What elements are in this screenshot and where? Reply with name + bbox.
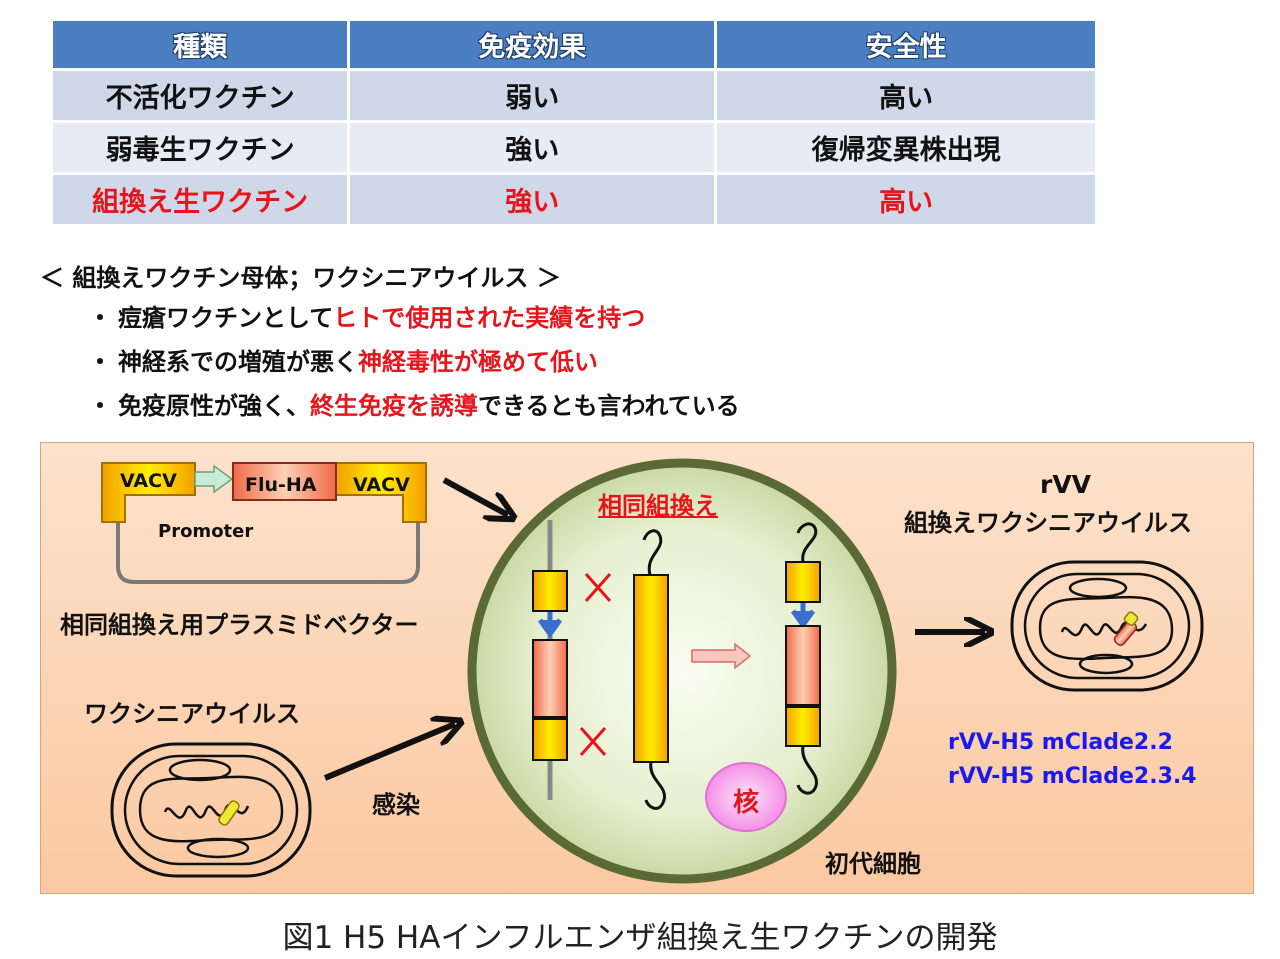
flu-ha-label: Flu-HA bbox=[245, 474, 317, 496]
nucleus bbox=[705, 762, 787, 832]
table-cell: 復帰変異株出現 bbox=[717, 123, 1095, 172]
vacv-segment bbox=[785, 561, 821, 603]
plasmid-strand bbox=[532, 520, 568, 800]
rvv-subtitle: 組換えワクシニアウイルス bbox=[904, 509, 1192, 537]
bullet-tail: できるとも言われている bbox=[478, 392, 740, 420]
recombinant-virus-icon bbox=[1010, 560, 1204, 692]
vacv-segment bbox=[532, 570, 568, 612]
feature-list: ・痘瘡ワクチンとしてヒトで使用された実績を持つ ・神経系での増殖が悪く神経毒性が… bbox=[88, 302, 740, 434]
bullet-marker: ・ bbox=[88, 348, 112, 376]
table-header-row: 種類 免疫効果 安全性 bbox=[53, 21, 1095, 68]
vacv-segment bbox=[785, 705, 821, 747]
vaccinia-virus-label: ワクシニアウイルス bbox=[84, 700, 300, 728]
ha-segment bbox=[785, 625, 821, 707]
primary-cell-label: 初代細胞 bbox=[825, 850, 921, 878]
ha-segment bbox=[532, 639, 568, 719]
vacv-left-segment bbox=[101, 462, 196, 523]
table-cell: 不活化ワクチン bbox=[53, 71, 348, 120]
table-cell: 弱い bbox=[350, 71, 715, 120]
right-arrow-icon bbox=[691, 642, 752, 670]
flu-ha-segment bbox=[232, 462, 337, 501]
header-immune-effect: 免疫効果 bbox=[350, 21, 715, 68]
crossover-mark bbox=[584, 573, 612, 602]
infection-label: 感染 bbox=[372, 791, 420, 819]
table-row: 不活化ワクチン 弱い 高い bbox=[53, 71, 1095, 120]
bullet-marker: ・ bbox=[88, 304, 112, 332]
plasmid-vector-label: 相同組換え用プラスミドベクター bbox=[60, 611, 419, 639]
figure-caption: 図1 H5 HAインフルエンザ組換え生ワクチンの開発 bbox=[282, 920, 998, 956]
list-item: ・神経系での増殖が悪く神経毒性が極めて低い bbox=[88, 346, 740, 390]
table-cell: 強い bbox=[350, 175, 715, 224]
table-row-highlighted: 組換え生ワクチン 強い 高い bbox=[53, 175, 1095, 224]
recombinant-genome bbox=[785, 522, 821, 795]
bullet-highlight: ヒトで使用された実績を持つ bbox=[333, 304, 646, 332]
vacv-genome-segment bbox=[633, 574, 669, 763]
table-cell: 弱毒生ワクチン bbox=[53, 123, 348, 172]
vaccine-comparison-table: 種類 免疫効果 安全性 不活化ワクチン 弱い 高い 弱毒生ワクチン 強い 復帰変… bbox=[50, 18, 1098, 227]
homologous-recombination-label: 相同組換え bbox=[598, 492, 718, 520]
strain-label: rVV-H5 mClade2.2 bbox=[948, 730, 1173, 755]
rvv-title: rVV bbox=[1040, 470, 1092, 499]
vaccinia-virus-icon bbox=[110, 742, 312, 878]
header-safety: 安全性 bbox=[717, 21, 1095, 68]
table-cell: 強い bbox=[350, 123, 715, 172]
vacv-left-label: VACV bbox=[120, 470, 177, 492]
nucleus-label: 核 bbox=[733, 788, 760, 818]
bullet-highlight: 終生免疫を誘導 bbox=[310, 392, 478, 420]
list-item: ・免疫原性が強く、終生免疫を誘導できるとも言われている bbox=[88, 390, 740, 434]
vacv-right-label: VACV bbox=[353, 474, 410, 496]
bullet-text: 神経系での増殖が悪く bbox=[118, 348, 358, 376]
bullet-text: 免疫原性が強く、 bbox=[118, 392, 310, 420]
bullet-highlight: 神経毒性が極めて低い bbox=[358, 348, 598, 376]
bullet-text: 痘瘡ワクチンとして bbox=[118, 304, 334, 332]
section-heading: ＜ 組換えワクチン母体；ワクシニアウイルス ＞ bbox=[40, 264, 561, 292]
arrow-infection bbox=[323, 724, 455, 781]
crossover-mark bbox=[579, 727, 607, 756]
promoter-label: Promoter bbox=[158, 521, 254, 542]
header-type: 種類 bbox=[53, 21, 348, 68]
plasmid-loop bbox=[116, 520, 420, 584]
strain-label: rVV-H5 mClade2.3.4 bbox=[948, 764, 1197, 789]
table-row: 弱毒生ワクチン 強い 復帰変異株出現 bbox=[53, 123, 1095, 172]
plasmid-vector bbox=[101, 462, 427, 584]
viral-genome bbox=[633, 529, 669, 810]
down-arrow-icon bbox=[537, 612, 563, 639]
list-item: ・痘瘡ワクチンとしてヒトで使用された実績を持つ bbox=[88, 302, 740, 346]
vacv-segment bbox=[532, 717, 568, 761]
bullet-marker: ・ bbox=[88, 392, 112, 420]
promoter-arrow-icon bbox=[194, 464, 234, 494]
arrow-plasmid-to-cell bbox=[442, 477, 508, 515]
table-cell: 組換え生ワクチン bbox=[53, 175, 348, 224]
table-cell: 高い bbox=[717, 175, 1095, 224]
table-cell: 高い bbox=[717, 71, 1095, 120]
